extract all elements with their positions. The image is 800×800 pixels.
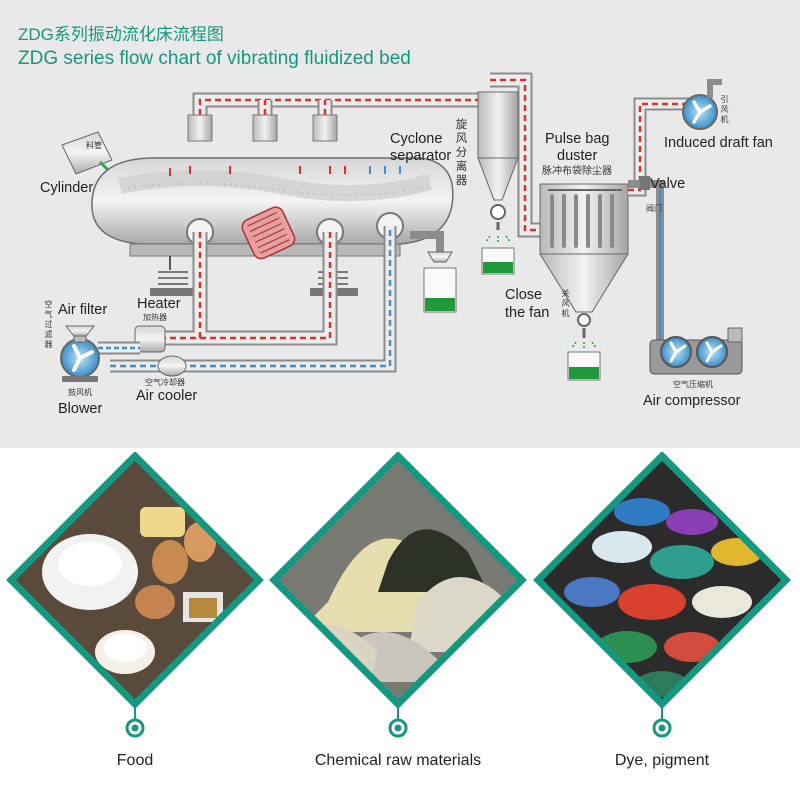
application-label-dye: Dye, pigment [614, 752, 710, 769]
close-fan-chinese-label: 关风机 [561, 289, 570, 318]
pulse-duster-label-line1: Pulse bag [545, 131, 610, 147]
air-filter [64, 325, 96, 343]
induced-draft-fan-label: Induced draft fan [664, 135, 773, 151]
cylinder-label: Cylinder [40, 180, 94, 196]
air-cooler [157, 355, 187, 377]
pulse-bag-duster [539, 183, 629, 381]
air-compressor-chinese-label: 空气压缩机 [673, 380, 713, 389]
cyclone-chinese-label: 旋风分离器 [455, 119, 468, 187]
heater-label: Heater [137, 296, 181, 312]
air-compressor [649, 327, 743, 375]
application-food: Food [5, 452, 265, 800]
cool-air-duct [110, 226, 397, 373]
induced-draft-fan [682, 79, 722, 130]
blower-label: Blower [58, 401, 103, 417]
cyclone-label-line1: Cyclone [390, 131, 443, 147]
application-label-chemical: Chemical raw materials [314, 752, 482, 769]
valve-chinese-label: 阀门 [646, 204, 662, 213]
blower [60, 338, 140, 382]
air-compressor-label: Air compressor [643, 393, 741, 409]
valve-label: Valve [650, 176, 686, 192]
title-english: ZDG series flow chart of vibrating fluid… [18, 48, 411, 69]
outlet-stacks [187, 114, 338, 142]
food-image [6, 452, 264, 738]
air-filter-label: Air filter [58, 302, 108, 318]
vibration-motor [241, 206, 296, 260]
application-dye: Dye, pigment [532, 452, 792, 800]
flow-chart-diagram [60, 72, 743, 382]
cyclone-label-line2: separator [390, 148, 452, 164]
air-cooler-chinese-label: 空气冷却器 [145, 378, 185, 387]
air-cooler-label: Air cooler [136, 388, 198, 404]
heater [134, 325, 166, 353]
induced-draft-duct [628, 97, 690, 197]
close-fan-label-line2: the fan [505, 305, 550, 321]
pulse-duster-chinese-label: 脉冲布袋除尘器 [542, 166, 612, 177]
chemical-image [269, 452, 527, 738]
cylinder-chinese-label: 料管 [86, 141, 102, 150]
blower-chinese-label: 鼓风机 [68, 388, 92, 397]
hot-air-duct [140, 232, 338, 346]
pulse-duster-label-line2: duster [557, 148, 598, 164]
cyclone-separator [477, 91, 519, 275]
dye-pigment-image [533, 452, 791, 738]
heater-chinese-label: 加热器 [143, 313, 167, 322]
induced-fan-chinese-label: 引风机 [720, 95, 729, 124]
application-chemical: Chemical raw materials [268, 452, 528, 800]
compressed-air-line [628, 176, 664, 355]
close-fan-label-line1: Close [505, 287, 543, 303]
title-chinese: ZDG系列振动流化床流程图 [18, 25, 224, 44]
air-filter-chinese-label: 空气过滤器 [44, 300, 53, 349]
bed-discharge [410, 231, 457, 313]
application-label-food: Food [116, 752, 154, 769]
flow-chart-panel: ZDG系列振动流化床流程图 ZDG series flow chart of v… [0, 0, 800, 448]
